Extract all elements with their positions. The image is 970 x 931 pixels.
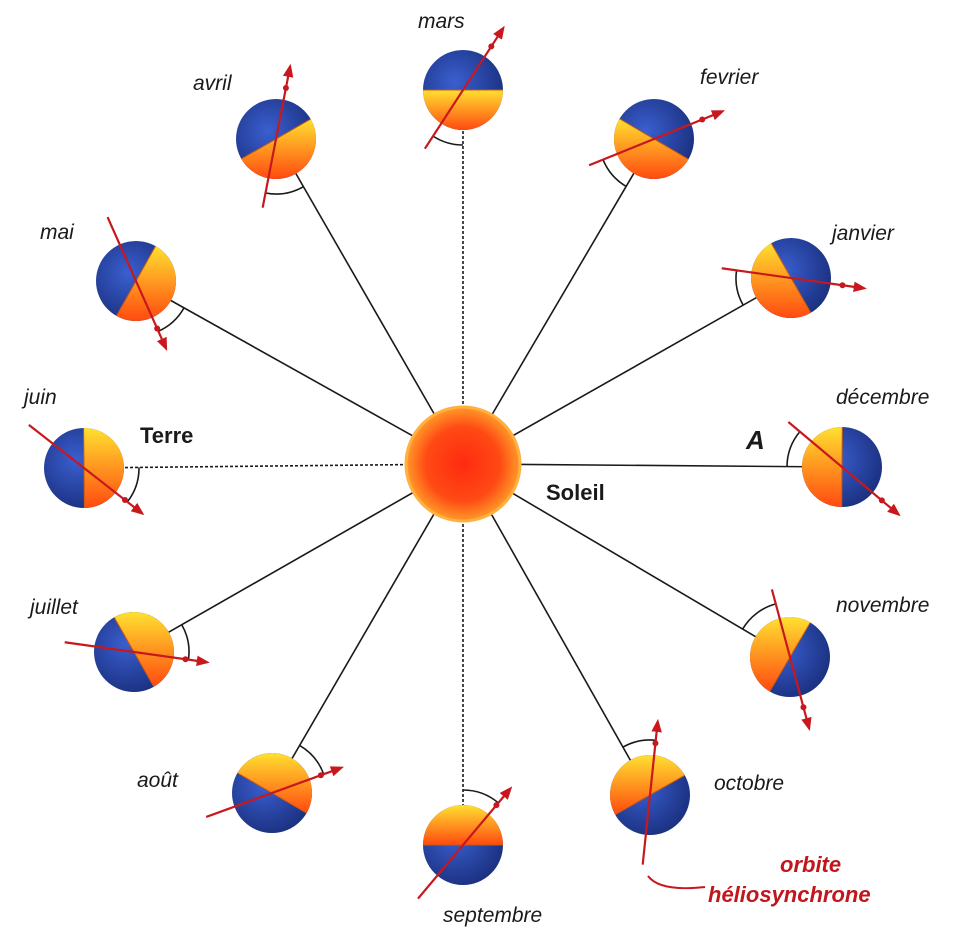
satellite-juillet bbox=[182, 656, 188, 662]
sun bbox=[406, 407, 520, 521]
month-label-aout: août bbox=[137, 769, 179, 792]
day-side-juin bbox=[84, 428, 124, 508]
month-label-juillet: juillet bbox=[27, 596, 79, 619]
month-label-septembre: septembre bbox=[443, 904, 542, 927]
satellite-octobre bbox=[652, 740, 658, 746]
angle-arc-octobre bbox=[623, 740, 656, 747]
month-label-novembre: novembre bbox=[836, 594, 929, 617]
month-label-avril: avril bbox=[193, 72, 233, 95]
angle-arc-mars bbox=[433, 136, 463, 145]
satellite-decembre bbox=[879, 497, 885, 503]
orbit-label-pointer bbox=[648, 876, 705, 888]
satellite-mars bbox=[488, 43, 494, 49]
satellite-mai bbox=[154, 326, 160, 332]
sun-label: Soleil bbox=[546, 480, 605, 505]
orbit-label-line1: orbite bbox=[780, 852, 841, 877]
orbit-label-line2: héliosynchrone bbox=[708, 882, 871, 907]
satellite-aout bbox=[318, 772, 324, 778]
angle-arc-juin bbox=[127, 467, 139, 501]
month-label-mai: mai bbox=[40, 221, 75, 244]
angle-arc-mai bbox=[158, 308, 184, 331]
day-side-mars bbox=[423, 90, 503, 130]
satellite-juin bbox=[122, 497, 128, 503]
satellite-janvier bbox=[839, 282, 845, 288]
earth-label: Terre bbox=[140, 423, 193, 448]
satellite-avril bbox=[283, 85, 289, 91]
satellite-fevrier bbox=[699, 117, 705, 123]
month-label-octobre: octobre bbox=[714, 772, 784, 795]
month-label-decembre: décembre bbox=[836, 386, 929, 409]
angle-arc-juillet bbox=[182, 625, 189, 660]
satellite-septembre bbox=[493, 802, 499, 808]
angle-arc-avril bbox=[266, 187, 304, 194]
month-label-mars: mars bbox=[418, 10, 465, 33]
angle-a-label: A bbox=[745, 425, 765, 455]
month-label-fevrier: fevrier bbox=[700, 66, 759, 89]
angle-arc-decembre bbox=[787, 432, 800, 467]
angle-arc-septembre bbox=[463, 790, 498, 803]
month-label-janvier: janvier bbox=[829, 222, 895, 245]
satellite-novembre bbox=[800, 704, 806, 710]
month-label-juin: juin bbox=[21, 386, 57, 409]
angle-arc-janvier bbox=[736, 270, 743, 305]
